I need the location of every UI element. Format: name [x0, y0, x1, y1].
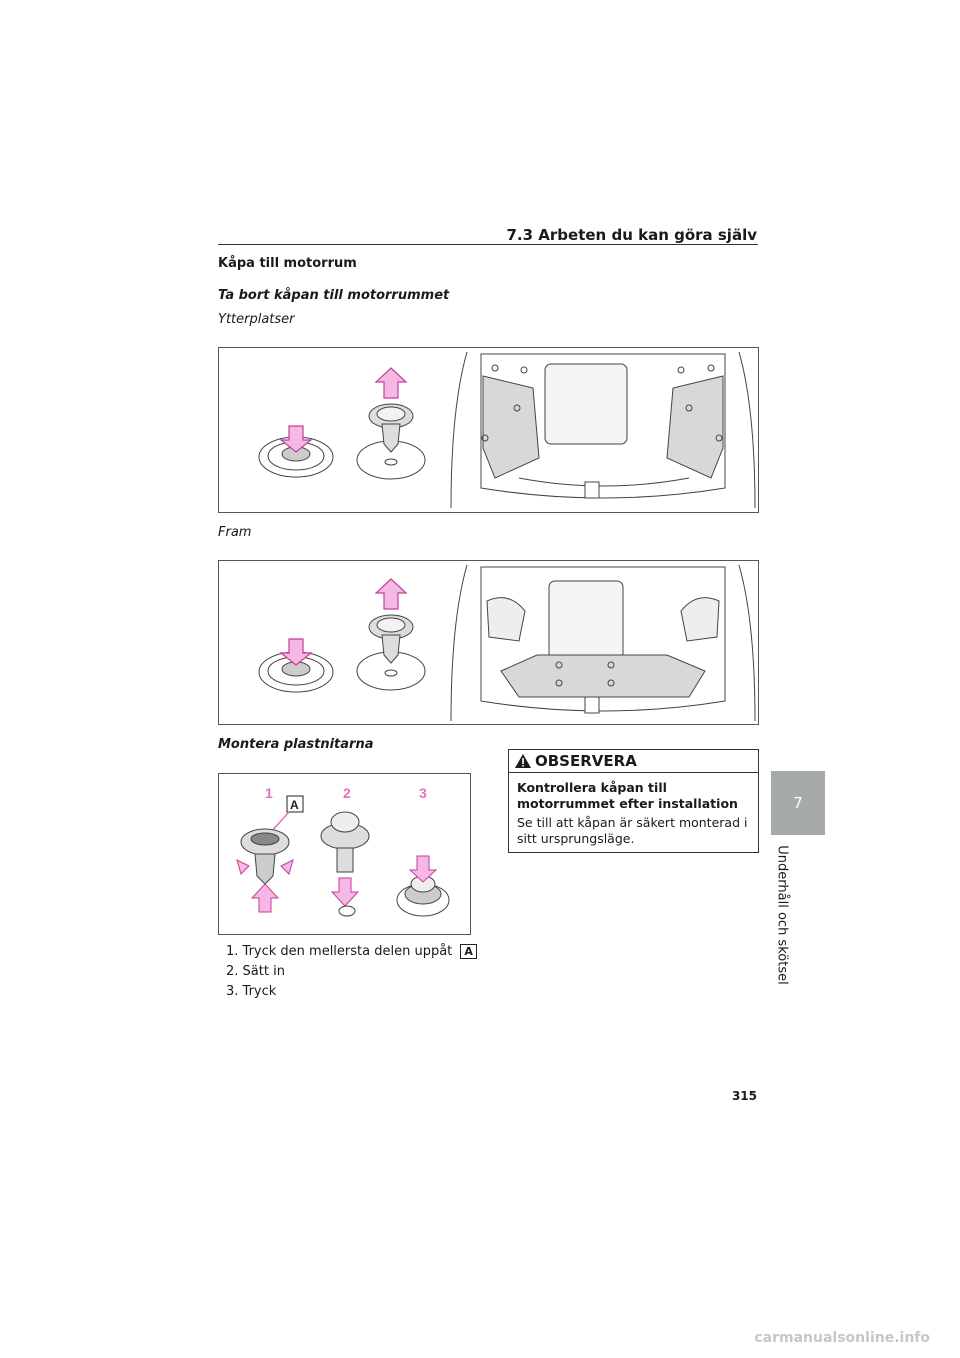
- install-heading: Montera plastnitarna: [218, 737, 374, 752]
- chapter-name-vertical: Underhåll och skötsel: [770, 845, 794, 985]
- chapter-tab: 7: [771, 771, 825, 835]
- notice-body: Se till att kåpan är säkert monterad i s…: [517, 815, 748, 846]
- figure-front-clips: [218, 560, 759, 725]
- label-outer-positions: Ytterplatser: [218, 312, 295, 327]
- notice-title: Kontrollera kåpan till motorrummet efter…: [517, 780, 738, 811]
- clip-pressed-illustration: [258, 638, 334, 693]
- engine-bay-drawing: [450, 564, 756, 722]
- section-heading: Kåpa till motorrum: [218, 256, 357, 271]
- step-item-3: 3. Tryck: [226, 984, 277, 999]
- chapter-name-text: Underhåll och skötsel: [774, 845, 790, 985]
- watermark: carmanualsonline.info: [754, 1330, 930, 1346]
- figure-outer-clips: [218, 347, 759, 513]
- notice-header: OBSERVERA: [509, 750, 758, 773]
- step-number-2: 2: [343, 785, 351, 801]
- figure-install-clips: 1 2 3 A: [218, 773, 471, 935]
- clip-removed-illustration: [356, 578, 426, 691]
- step-1-text: 1. Tryck den mellersta delen uppåt: [226, 944, 453, 959]
- notice-box: OBSERVERA Kontrollera kåpan till motorru…: [508, 749, 759, 853]
- install-steps-illustration: 1 2 3 A: [236, 785, 450, 917]
- section-header-title: 7.3 Arbeten du kan göra själv: [506, 226, 758, 244]
- notice-heading: OBSERVERA: [535, 752, 637, 770]
- warning-triangle-icon: [515, 754, 531, 768]
- clip-pressed-illustration: [258, 425, 334, 478]
- header-rule: [218, 244, 758, 245]
- clip-removed-illustration: [356, 367, 426, 480]
- label-front: Fram: [218, 525, 252, 540]
- engine-bay-front-illustration: [258, 564, 756, 722]
- page-number: 315: [731, 1089, 757, 1103]
- engine-bay-outer-illustration: [258, 351, 756, 509]
- step-number-1: 1: [265, 785, 273, 801]
- install-steps-list: 1. Tryck den mellersta delen uppåt A 2. …: [226, 942, 477, 1002]
- figure-callout-a: A: [290, 798, 299, 812]
- step-number-3: 3: [419, 785, 427, 801]
- step-item-1: 1. Tryck den mellersta delen uppåt A: [226, 942, 477, 962]
- step-item-2: 2. Sätt in: [226, 964, 285, 979]
- engine-bay-drawing: [450, 351, 756, 509]
- subheading: Ta bort kåpan till motorrummet: [218, 288, 450, 303]
- step-1-callout: A: [460, 944, 477, 959]
